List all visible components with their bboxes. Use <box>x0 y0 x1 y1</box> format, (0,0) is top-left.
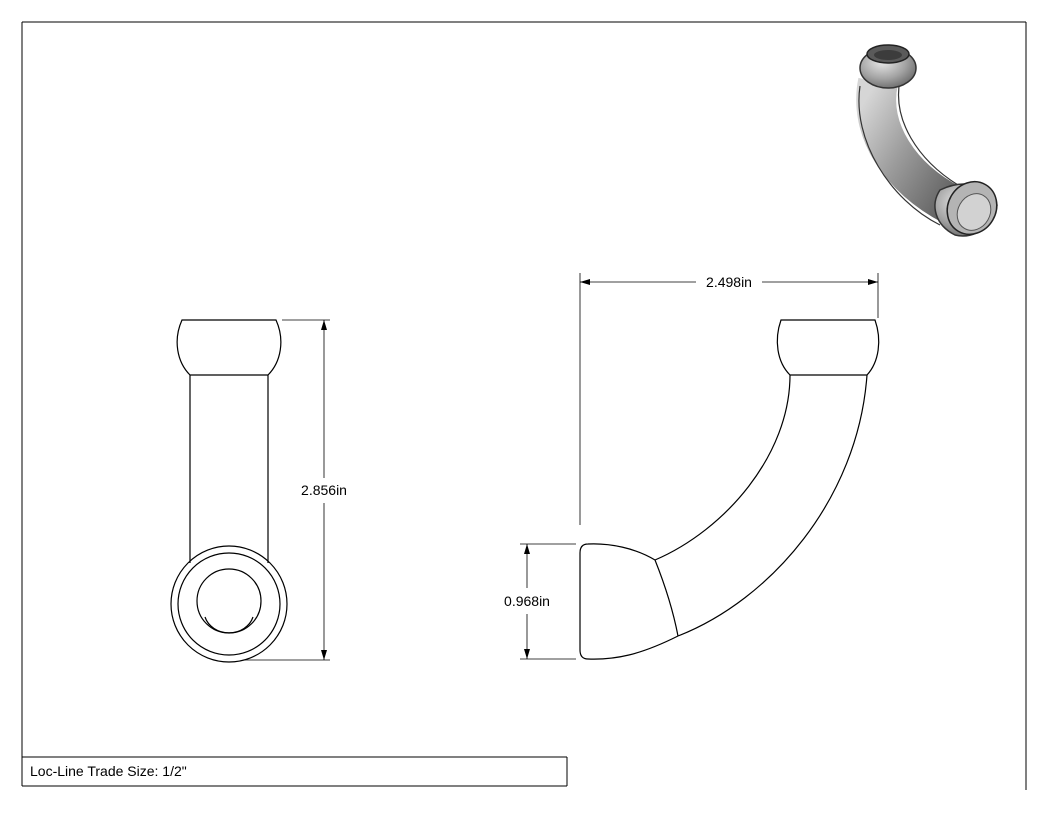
bore-outer <box>196 568 262 634</box>
end-height-dimension <box>520 543 576 660</box>
bottom-ring-inner <box>177 552 281 656</box>
height-dimension <box>245 319 330 661</box>
end-socket-outline <box>579 543 679 660</box>
end-height-dimension-label: 0.968in <box>504 593 550 609</box>
bottom-ring-outer <box>170 545 288 663</box>
top-socket-outline <box>176 319 282 376</box>
bend-outer-edge <box>677 374 868 637</box>
width-dimension <box>579 273 879 525</box>
isometric-render <box>856 44 998 237</box>
joint-line <box>654 559 679 637</box>
bend-inner-edge <box>654 374 791 561</box>
bore-inner-edge <box>204 616 254 634</box>
side-view <box>579 319 880 660</box>
render-tube <box>856 77 962 223</box>
sheet-border <box>21 21 1027 790</box>
width-dimension-label: 2.498in <box>706 274 752 290</box>
trade-size-label: Loc-Line Trade Size: 1/2" <box>30 763 187 779</box>
side-top-socket-outline <box>776 319 880 376</box>
front-view <box>170 319 288 663</box>
height-dimension-label: 2.856in <box>301 482 347 498</box>
